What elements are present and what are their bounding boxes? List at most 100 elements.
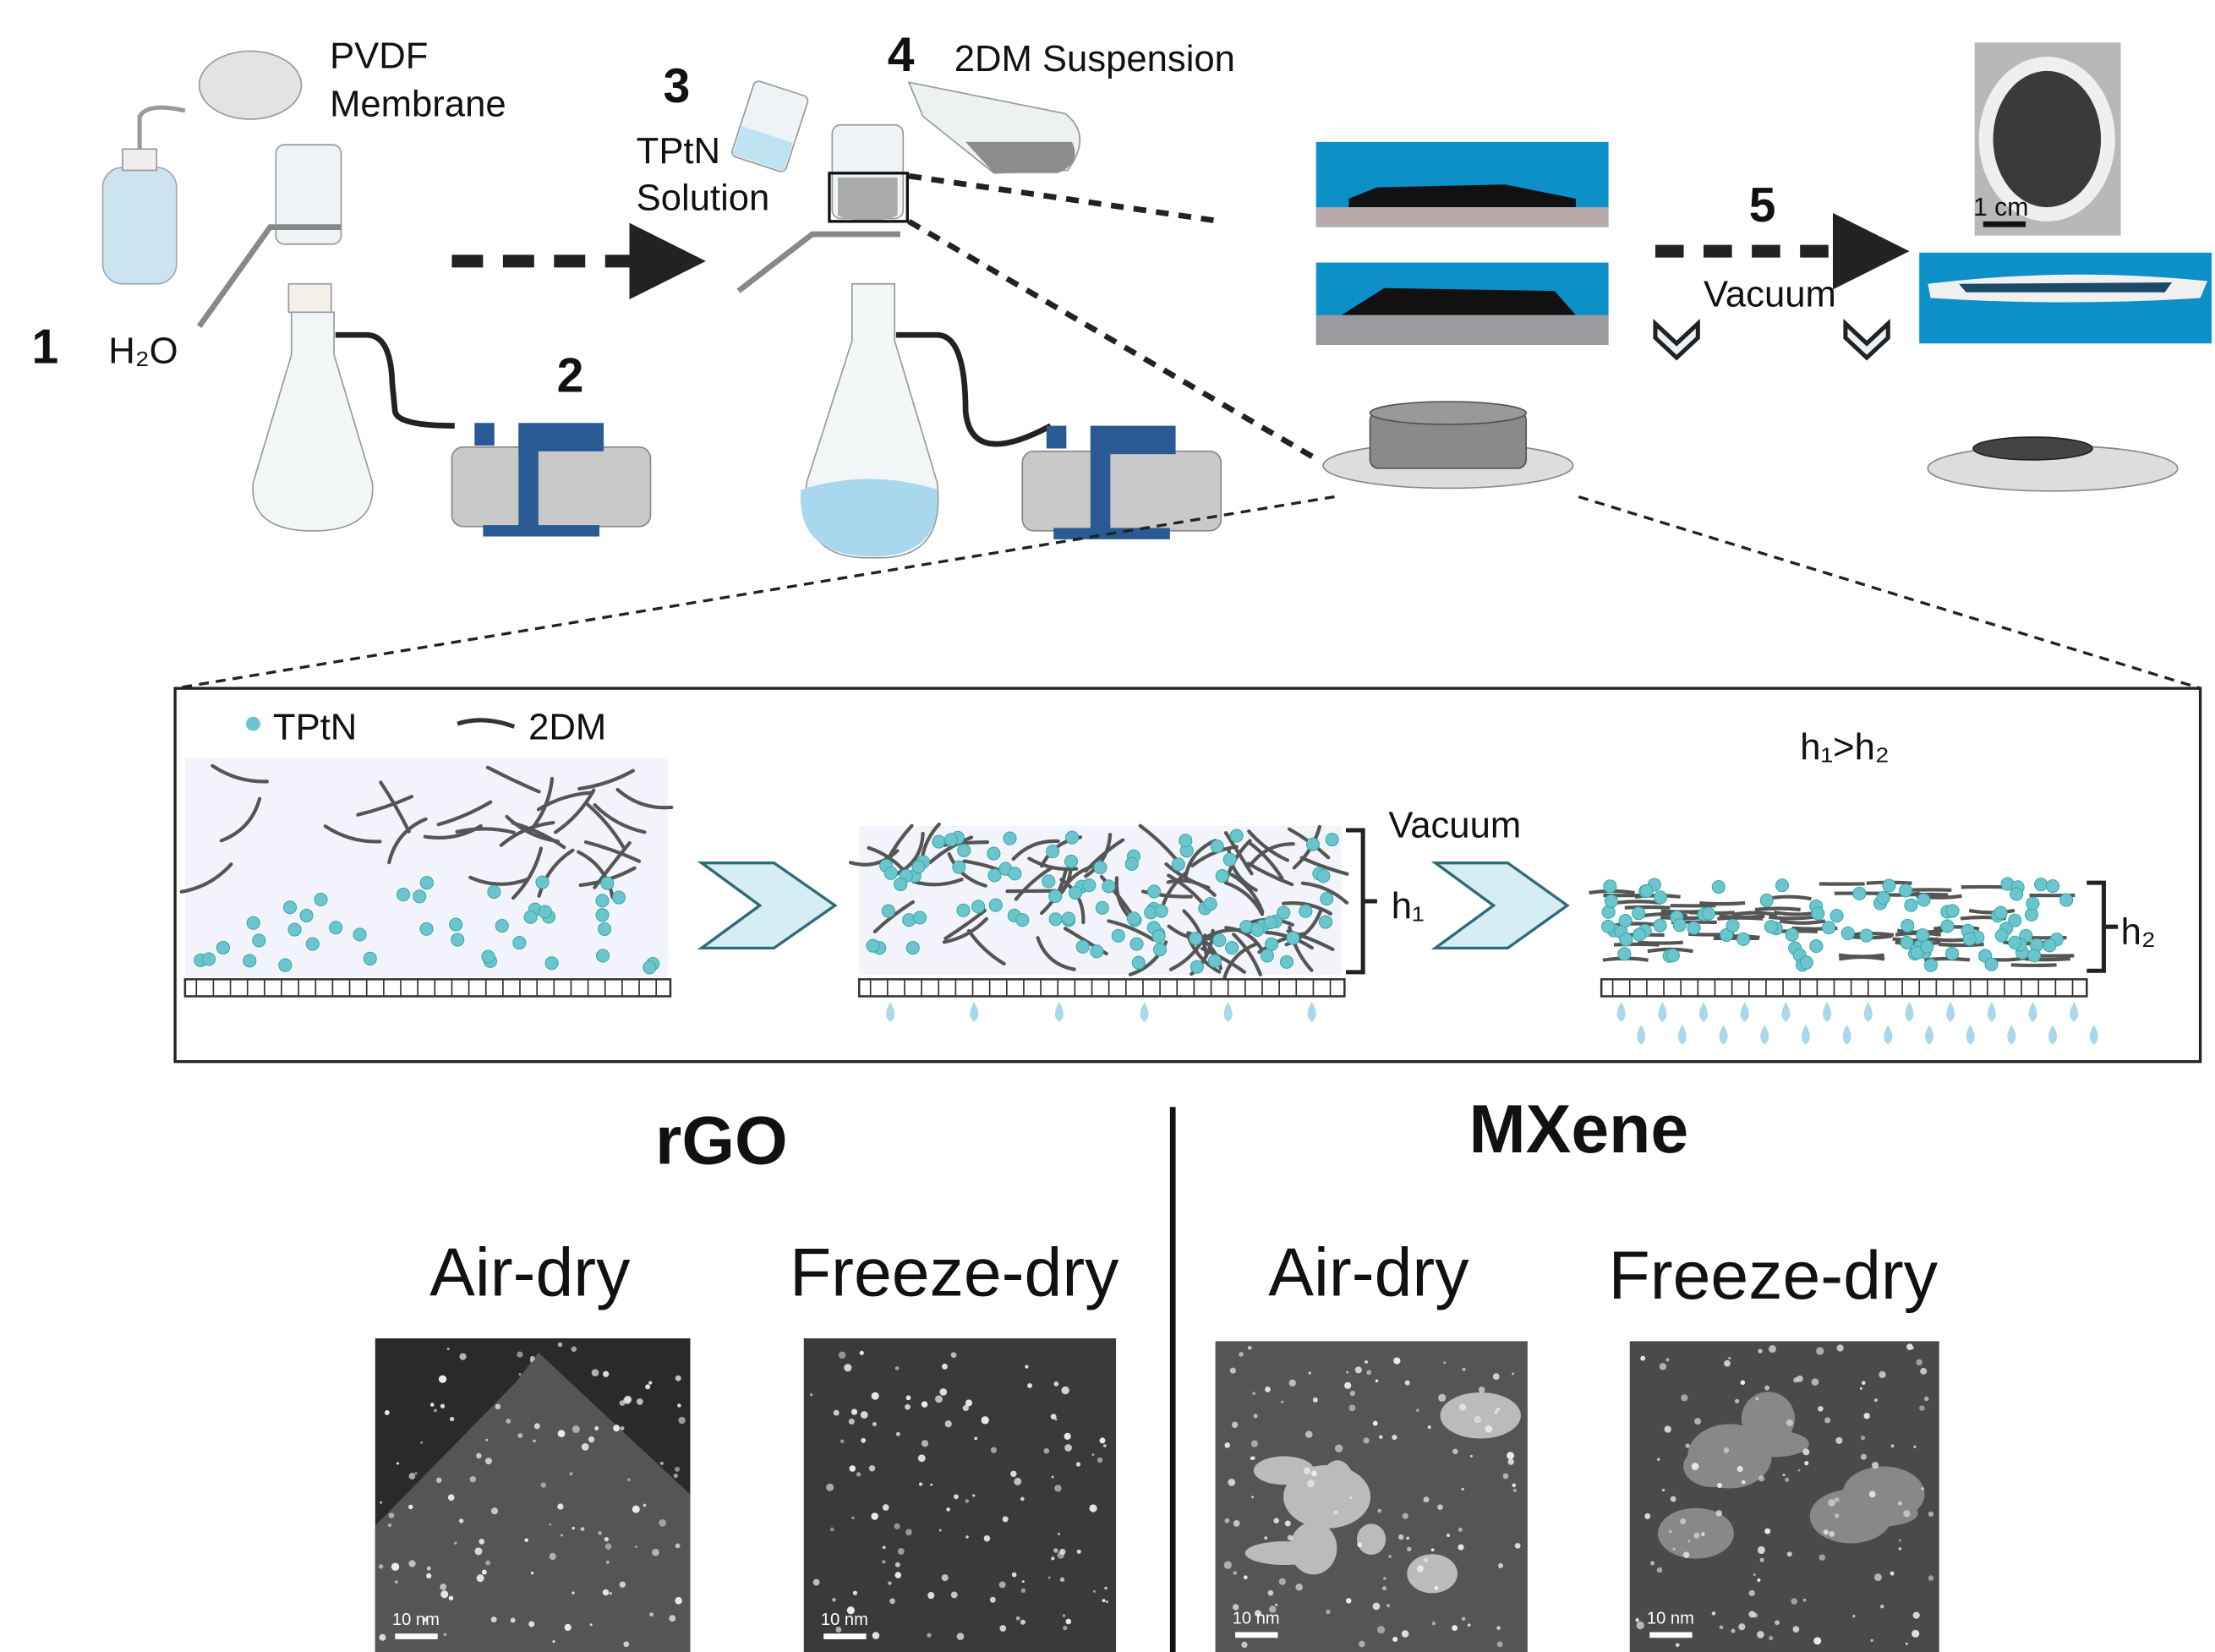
tptn-particle bbox=[2010, 887, 2024, 901]
atom-dot bbox=[1691, 1463, 1699, 1470]
atom-dot bbox=[1423, 1496, 1430, 1503]
water-droplet-icon bbox=[2028, 1002, 2037, 1022]
atom-dot bbox=[458, 1518, 464, 1523]
water-droplet-icon bbox=[1677, 1025, 1687, 1045]
2dm-sheet bbox=[537, 848, 575, 898]
tptn-particle bbox=[419, 876, 434, 890]
atom-dot bbox=[882, 1504, 889, 1511]
tptn-particle bbox=[1852, 886, 1867, 900]
atom-dot bbox=[927, 1633, 932, 1638]
atom-dot bbox=[956, 1633, 965, 1640]
atom-dot bbox=[1635, 1618, 1639, 1622]
water-droplet-icon bbox=[970, 1002, 979, 1022]
chevron-right-icon bbox=[1430, 861, 1570, 950]
atom-dot bbox=[1669, 1529, 1672, 1534]
2dm-sheet bbox=[1247, 829, 1290, 862]
atom-dot bbox=[530, 1571, 534, 1575]
atom-dot bbox=[1748, 1589, 1755, 1596]
atom-dot bbox=[860, 1411, 868, 1419]
atom-dot bbox=[1898, 1539, 1901, 1542]
atom-dot bbox=[440, 1584, 447, 1590]
atom-dot bbox=[1507, 1458, 1514, 1465]
atom-dot bbox=[588, 1436, 595, 1443]
atom-dot bbox=[1378, 1435, 1383, 1440]
atom-dot bbox=[1890, 1444, 1895, 1448]
tptn-particle bbox=[911, 860, 926, 874]
atom-dot bbox=[1818, 1406, 1824, 1412]
tptn-particle bbox=[1068, 885, 1083, 900]
atom-dot bbox=[848, 1418, 855, 1425]
water-droplet-icon bbox=[1054, 1002, 1064, 1022]
atom-dot bbox=[426, 1573, 432, 1579]
water-droplet-icon bbox=[1637, 1025, 1646, 1045]
tptn-particle bbox=[1923, 958, 1938, 972]
tptn-particle bbox=[2045, 878, 2060, 894]
2dm-sheet bbox=[577, 850, 615, 900]
atom-dot bbox=[998, 1581, 1006, 1589]
support-region bbox=[375, 1352, 691, 1652]
2dm-sheet bbox=[872, 900, 916, 933]
tptn-particle bbox=[1994, 905, 2008, 920]
atom-dot bbox=[479, 1539, 485, 1545]
atom-dot bbox=[871, 1392, 879, 1400]
water-droplet-icon bbox=[1719, 1025, 1728, 1045]
tptn-particle bbox=[595, 908, 610, 922]
membrane bbox=[857, 978, 1346, 998]
tptn-particle bbox=[451, 933, 465, 947]
atom-dot bbox=[1053, 1548, 1058, 1553]
atom-dot bbox=[1898, 1547, 1902, 1551]
tptn-particle bbox=[1212, 933, 1227, 948]
tptn-particle bbox=[278, 958, 293, 972]
tptn-particle bbox=[538, 905, 552, 919]
atom-dot bbox=[394, 1580, 398, 1584]
tptn-particle bbox=[1822, 921, 1836, 935]
tptn-particle bbox=[952, 860, 966, 874]
atom-dot bbox=[1064, 1432, 1071, 1440]
tptn-particle bbox=[1124, 856, 1139, 871]
atom-dot bbox=[659, 1461, 664, 1465]
atom-dot bbox=[1906, 1343, 1913, 1350]
atom-dot bbox=[950, 1352, 957, 1359]
atom-dot bbox=[1755, 1397, 1759, 1401]
atom-dot bbox=[1015, 1616, 1020, 1621]
atom-dot bbox=[1793, 1377, 1799, 1383]
tptn-particle bbox=[1726, 918, 1740, 933]
2dm-sheet bbox=[485, 765, 541, 794]
atom-dot bbox=[946, 1507, 950, 1512]
2dm-sheet bbox=[966, 928, 1006, 966]
tptn-particle bbox=[1129, 937, 1144, 951]
atom-dot bbox=[1458, 1527, 1463, 1532]
atom-dot bbox=[1020, 1588, 1026, 1594]
atom-dot bbox=[826, 1483, 834, 1491]
schematic-vacuum-label: Vacuum bbox=[1388, 804, 1521, 845]
atom-dot bbox=[1264, 1536, 1268, 1540]
atom-dot bbox=[942, 1363, 948, 1370]
scale-bar bbox=[1649, 1632, 1693, 1638]
water-droplet-icon bbox=[1924, 1025, 1933, 1045]
atom-dot bbox=[1305, 1430, 1313, 1438]
membrane-strip bbox=[1600, 978, 2088, 998]
tptn-particle bbox=[1215, 868, 1229, 883]
atom-dot bbox=[921, 1401, 928, 1408]
atom-dot bbox=[1829, 1531, 1835, 1537]
tptn-particle bbox=[1042, 874, 1056, 889]
atom-dot bbox=[812, 1578, 820, 1586]
atom-dot bbox=[1231, 1421, 1239, 1428]
atom-dot bbox=[954, 1494, 959, 1500]
atom-dot bbox=[1782, 1474, 1786, 1477]
atom-dot bbox=[1775, 1620, 1780, 1626]
dried-film-top-photo: 1 cm bbox=[1973, 42, 2121, 236]
atom-dot bbox=[420, 1441, 423, 1444]
atom-dot bbox=[1871, 1461, 1879, 1469]
tptn-particle bbox=[971, 900, 986, 914]
atom-dot bbox=[1281, 1400, 1284, 1403]
2dm-sheet bbox=[1300, 881, 1349, 905]
2dm-sheet bbox=[593, 802, 647, 834]
atom-dot bbox=[974, 1436, 978, 1441]
2dm-sheet bbox=[1164, 862, 1211, 889]
scale-bar bbox=[395, 1633, 438, 1639]
tptn-particle bbox=[1829, 909, 1844, 923]
atom-dot bbox=[430, 1403, 435, 1407]
wet-film-holder-icon bbox=[1322, 401, 1574, 490]
atom-dot bbox=[1430, 1548, 1435, 1552]
